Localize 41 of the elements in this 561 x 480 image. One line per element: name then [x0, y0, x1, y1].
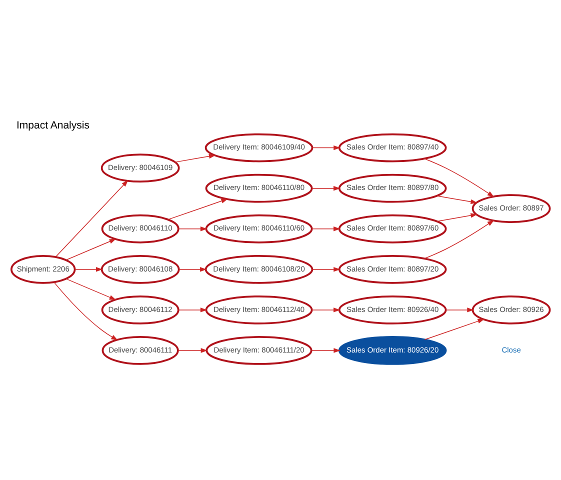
arrow — [66, 278, 116, 300]
node-ellipse: Shipment: 2206 — [10, 254, 76, 284]
arrow — [312, 185, 340, 190]
arrow — [436, 212, 478, 222]
arrow — [311, 348, 340, 352]
node-ellipse: Delivery: 80046111 — [102, 336, 179, 364]
node-ellipse: Sales Order Item: 80897/40 — [338, 132, 447, 162]
arrow — [436, 195, 478, 204]
node-ellipse: Sales Order Item: 80926/40 — [338, 295, 447, 324]
node-ellipse: Delivery: 80046108 — [100, 254, 180, 284]
arrow — [174, 153, 216, 162]
node-ellipse: Delivery Item: 80046111/20 — [206, 336, 312, 364]
node-ellipse: Delivery Item: 80046110/60 — [205, 214, 313, 243]
node-ellipse: Delivery Item: 80046109/40 — [204, 132, 314, 162]
node-ellipse: Sales Order Item: 80897/60 — [338, 214, 447, 243]
arrow — [446, 307, 474, 312]
arrow — [178, 226, 208, 231]
arrow — [168, 198, 228, 220]
arrow — [178, 266, 207, 272]
node-ellipse: Delivery: 80046109 — [100, 153, 180, 182]
arrow — [178, 307, 208, 312]
arrow — [312, 266, 340, 272]
node-ellipse: Sales Order Item: 80926/20 — [338, 336, 447, 364]
arrow — [424, 158, 494, 197]
arrow — [312, 226, 340, 231]
arrow — [312, 307, 340, 312]
node-ellipse: Sales Order: 80897 — [472, 194, 551, 223]
node-ellipse: Sales Order Item: 80897/20 — [338, 254, 447, 284]
arrow — [178, 348, 208, 352]
node-ellipse: Delivery Item: 80046112/40 — [205, 295, 313, 324]
arrow — [312, 144, 340, 150]
label: Close — [502, 344, 521, 354]
arrow — [55, 180, 128, 257]
node-ellipse: Sales Order Item: 80897/80 — [338, 173, 447, 202]
arrow — [424, 318, 484, 340]
diagram-title: Impact Analysis — [16, 118, 90, 131]
node-ellipse: Delivery Item: 80046108/20 — [204, 254, 314, 284]
arrow — [66, 238, 116, 260]
arrow — [424, 220, 494, 258]
arrow — [54, 281, 118, 340]
arrow — [74, 266, 103, 272]
